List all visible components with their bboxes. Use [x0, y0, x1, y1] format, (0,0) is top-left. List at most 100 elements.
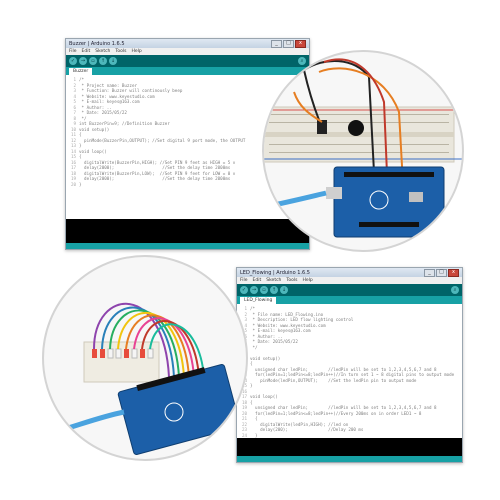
code-line: 19 unsigned char ledPin; //ledPin will b…	[237, 405, 462, 411]
upload-icon[interactable]: →	[250, 286, 258, 294]
line-number: 15	[70, 154, 76, 159]
code-text: */	[250, 344, 258, 350]
code-text: void loop()	[79, 148, 107, 154]
close-button[interactable]: x	[448, 268, 459, 277]
code-line: 1/*	[66, 77, 309, 83]
code-text: * Date: 2015/05/22	[79, 110, 127, 115]
serial-monitor-icon[interactable]: ⌕	[298, 57, 306, 65]
line-number: 18	[241, 399, 247, 405]
code-line: 20}	[66, 182, 309, 188]
code-text: void loop()	[250, 394, 278, 399]
menu-tools[interactable]: Tools	[115, 49, 127, 54]
code-line: 23 delay(200); //Delay 200 ms	[237, 427, 462, 433]
code-line: 24 }	[237, 433, 462, 439]
code-line: 16	[237, 389, 462, 395]
verify-icon[interactable]: ✓	[69, 57, 77, 65]
code-line: 17 delay(2000); //Set the delay time 200…	[66, 165, 309, 171]
code-line: 11{	[66, 132, 309, 138]
code-text: int BuzzerPin=9; //Definition Buzzer	[79, 121, 170, 126]
new-icon[interactable]: ▫	[89, 57, 97, 65]
code-line: 18{	[237, 400, 462, 406]
open-icon[interactable]: ↑	[99, 57, 107, 65]
menu-edit[interactable]: Edit	[252, 278, 262, 283]
code-line: 12 pinMode(BuzzerPin,OUTPUT); //Set digi…	[66, 138, 309, 144]
code-line: 4 * Website: www.keyestudio.com	[237, 323, 462, 329]
code-text: {	[250, 361, 253, 366]
new-icon[interactable]: ▫	[260, 286, 268, 294]
menu-tools[interactable]: Tools	[286, 278, 298, 283]
code-text: digitalWrite(BuzzerPin,HIGH); //Set PIN …	[79, 159, 236, 165]
toolbar: ✓ → ▫ ↑ ↓ ⌕	[237, 284, 462, 296]
code-text: * Description: LED flow lighting control	[250, 317, 354, 322]
code-line: 15}	[237, 383, 462, 389]
code-text: /*	[250, 306, 256, 311]
code-line: 13}	[66, 143, 309, 149]
line-number: 4	[73, 93, 76, 99]
save-icon[interactable]: ↓	[109, 57, 117, 65]
close-button[interactable]: x	[295, 39, 306, 48]
line-number: 17	[70, 165, 76, 170]
code-line: 8 */	[66, 116, 309, 122]
line-number: 3	[244, 317, 247, 322]
line-number: 11	[70, 132, 76, 137]
line-number: 22	[241, 421, 247, 427]
line-number: 2	[244, 311, 247, 317]
window-title: Buzzer | Arduino 1.6.5	[69, 40, 125, 47]
line-number: 21	[241, 416, 247, 421]
line-number: 24	[241, 432, 247, 438]
menu-edit[interactable]: Edit	[81, 49, 91, 54]
code-text: * File name: LED_Flowing.ino	[250, 311, 324, 317]
verify-icon[interactable]: ✓	[240, 286, 248, 294]
code-line: 7 * Date: 2015/05/22	[66, 110, 309, 116]
title-bar: Buzzer | Arduino 1.6.5 _ □ x	[66, 39, 309, 48]
code-text: * E-mail: keyes@163.com	[250, 328, 311, 333]
minimize-button[interactable]: _	[424, 268, 435, 277]
code-text: delay(200); //Delay 200 ms	[250, 427, 364, 432]
menu-bar: File Edit Sketch Tools Help	[237, 277, 462, 284]
code-line: 16 digitalWrite(BuzzerPin,HIGH); //Set P…	[66, 160, 309, 166]
upload-icon[interactable]: →	[79, 57, 87, 65]
maximize-button[interactable]: □	[283, 39, 294, 48]
code-text: {	[250, 416, 258, 421]
code-text: * Function: Buzzer will continously beep	[79, 88, 183, 93]
menu-bar: File Edit Sketch Tools Help	[66, 48, 309, 55]
code-text: {	[79, 154, 82, 159]
menu-file[interactable]: File	[240, 278, 248, 283]
line-number: 3	[73, 88, 76, 93]
save-icon[interactable]: ↓	[280, 286, 288, 294]
serial-monitor-icon[interactable]: ⌕	[451, 286, 459, 294]
maximize-button[interactable]: □	[436, 268, 447, 277]
code-text: /*	[79, 77, 85, 82]
code-text: void setup()	[79, 126, 110, 132]
code-line: 20 for(ledPin=1;ledPin<=8;ledPin++)//Eve…	[237, 411, 462, 417]
code-text: {	[79, 132, 82, 137]
code-text: * Author: ..	[250, 333, 283, 339]
tab-buzzer[interactable]: Buzzer	[69, 68, 93, 75]
menu-file[interactable]: File	[69, 49, 77, 54]
menu-sketch[interactable]: Sketch	[95, 49, 111, 54]
code-text: unsigned char ledPin; //ledPin will be s…	[250, 405, 437, 410]
code-text: * Date: 2015/05/22	[250, 339, 298, 344]
line-number: 23	[241, 427, 247, 432]
open-icon[interactable]: ↑	[270, 286, 278, 294]
code-text: delay(2000); //Set the delay time 2000ms	[79, 165, 231, 170]
menu-sketch[interactable]: Sketch	[266, 278, 282, 283]
menu-help[interactable]: Help	[302, 278, 313, 283]
code-text: pinMode(BuzzerPin,OUTPUT); //Set digital…	[79, 137, 246, 143]
tab-led-flowing[interactable]: LED_Flowing	[240, 297, 277, 304]
line-number: 18	[70, 170, 76, 176]
status-bar	[66, 243, 309, 249]
code-line: 19 delay(2000); //Set the delay time 200…	[66, 176, 309, 182]
code-line: 18 digitalWrite(BuzzerPin,LOW); //Set PI…	[66, 171, 309, 177]
line-number: 8	[73, 115, 76, 121]
code-text: {	[250, 399, 253, 405]
code-line: 12 unsigned char ledPin; //ledPin will b…	[237, 367, 462, 373]
code-line: 22 digitalWrite(ledPin,HIGH); //led on	[237, 422, 462, 428]
code-line: 3 * Description: LED flow lighting contr…	[237, 317, 462, 323]
line-number: 5	[73, 99, 76, 104]
minimize-button[interactable]: _	[271, 39, 282, 48]
code-line: 21 {	[237, 416, 462, 422]
menu-help[interactable]: Help	[131, 49, 142, 54]
line-number: 7	[73, 110, 76, 115]
